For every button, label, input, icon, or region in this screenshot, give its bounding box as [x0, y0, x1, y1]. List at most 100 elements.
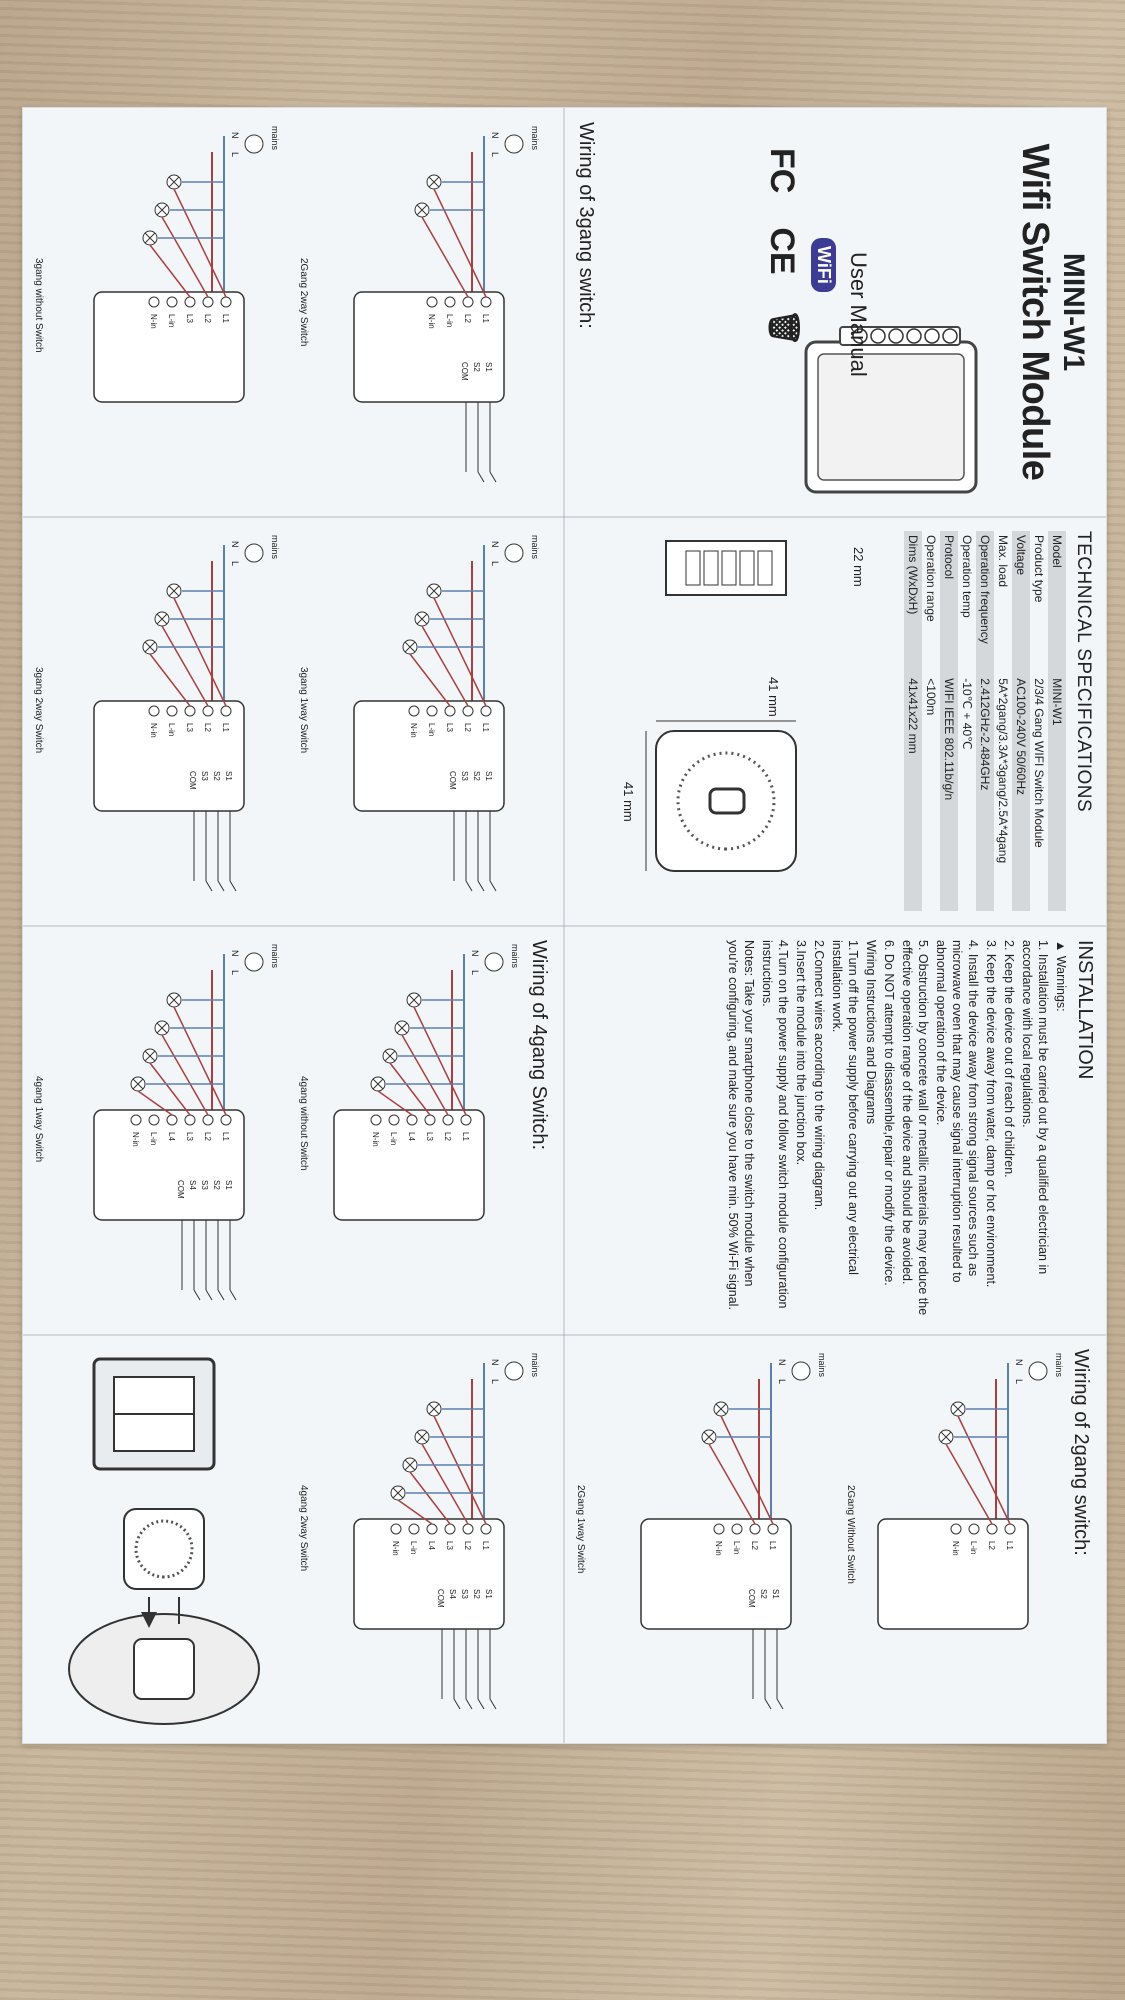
switch-terminal-label: S4 [448, 1589, 457, 1599]
terminal [749, 1523, 761, 1535]
switch-contact [465, 880, 473, 892]
terminal [220, 1114, 232, 1126]
warning-item: 1. Installation must be carried out by a… [1020, 940, 1050, 1275]
diagram-caption: 2Gang Without Switch [845, 1485, 856, 1584]
fold-line [563, 108, 565, 1743]
lamp-cross [940, 1431, 952, 1443]
lamp-live-wire [945, 1443, 993, 1525]
lamp-cross [372, 1078, 384, 1090]
switch-terminal-label: S3 [460, 771, 469, 781]
diagram-caption: 3gang without Switch [33, 258, 44, 353]
lamp-cross [703, 1431, 715, 1443]
neutral-label: N [777, 1359, 787, 1366]
switch-terminal-label: COM [460, 362, 469, 381]
switch-terminal-label: S1 [484, 771, 493, 781]
fold-line [23, 516, 1106, 518]
diagram-caption: 4gang 1way Switch [33, 1076, 44, 1163]
terminal [767, 1523, 779, 1535]
spec-value: 41x41x22 mm [904, 674, 922, 911]
switch-contact [776, 1698, 784, 1710]
switch-contact [465, 1698, 473, 1710]
neutral-label: N [490, 132, 500, 139]
module-box [353, 1518, 505, 1630]
specs-title: TECHNICAL SPECIFICATIONS [1073, 531, 1094, 813]
diagram-caption: 4gang without Switch [298, 1076, 309, 1171]
terminal-label: N-in [951, 1541, 960, 1556]
terminal [968, 1523, 980, 1535]
module-front-illustration [804, 326, 978, 494]
spec-label: Max. load [996, 535, 1010, 588]
wiring-step: 2.Connect wires according to the wiring … [812, 940, 826, 1211]
lamp-live-wire [421, 1443, 469, 1525]
terminal [444, 296, 456, 308]
module-dimensions-illustration [645, 540, 797, 872]
terminal-label: L1 [1005, 1541, 1014, 1550]
live-label: L [490, 1379, 500, 1384]
terminal [408, 1523, 420, 1535]
terminal-label: L3 [445, 1541, 454, 1550]
switch-contact [489, 1698, 497, 1710]
terminal-label: L3 [425, 1132, 434, 1141]
section-4gang-title: Wiring of 4gang Switch: [528, 940, 550, 1151]
switch-terminal-label: S2 [472, 362, 481, 372]
terminal-label: N-in [409, 723, 418, 738]
terminal [202, 296, 214, 308]
terminal-label: L2 [463, 1541, 472, 1550]
lamp-live-wire [401, 1034, 449, 1116]
switch-terminal-label: COM [448, 771, 457, 790]
terminal [184, 1114, 196, 1126]
terminal [426, 296, 438, 308]
terminal [986, 1523, 998, 1535]
manual-page-rotated: MINI-W1 Wifi Switch Module User Manual W… [23, 108, 1106, 1743]
ce-logo: CE [763, 227, 801, 275]
spec-row: Dims (WxDxH)41x41x22 mm [904, 531, 922, 911]
switch-contact [217, 880, 225, 892]
terminal [388, 1114, 400, 1126]
notes: Notes: Take your smartphone close to the… [726, 940, 756, 1310]
lamp-cross [144, 232, 156, 244]
switch-terminal-label: COM [747, 1589, 756, 1608]
terminal [462, 296, 474, 308]
terminal-label: L1 [221, 1132, 230, 1141]
lamp-cross [144, 641, 156, 653]
mains-symbol [504, 1361, 524, 1381]
switch-terminal-label: S1 [771, 1589, 780, 1599]
spec-label: Operation range [924, 535, 938, 622]
terminal [480, 1523, 492, 1535]
weee-bin-icon: 🗑 [767, 308, 800, 347]
lamp-live-wire [173, 597, 227, 707]
height-dimension: 41 mm [766, 677, 781, 717]
terminal-label: L-in [427, 723, 436, 736]
terminal-label: N-in [427, 314, 436, 329]
terminal-label: L2 [203, 1132, 212, 1141]
terminal-label: L-in [149, 1132, 158, 1145]
product-title: Wifi Switch Module [1014, 143, 1056, 481]
lamp-cross [156, 204, 168, 216]
lamp-live-wire [377, 1090, 413, 1116]
wiring-step: 4.Turn on the power supply and follow sw… [760, 940, 790, 1309]
spec-label: Operation temp [960, 535, 974, 618]
switch-contact [193, 1289, 201, 1301]
spec-value: 2/3/4 Gang WIFI Switch Module [1032, 678, 1046, 848]
terminal-label: L2 [463, 723, 472, 732]
wifi-badge: WiFi [811, 238, 836, 292]
lamp-cross [952, 1403, 964, 1415]
lamp-live-wire [720, 1415, 774, 1525]
live-label: L [230, 152, 240, 157]
lamp-live-wire [389, 1062, 431, 1116]
mains-label: mains [530, 126, 540, 151]
lamp-live-wire [433, 1415, 487, 1525]
lamp-cross [428, 176, 440, 188]
switch-terminal-label: COM [436, 1589, 445, 1608]
terminal [424, 1114, 436, 1126]
warning-item: 6. Do NOT attempt to disassemble,repair … [882, 940, 896, 1286]
switch-terminal-label: S4 [188, 1180, 197, 1190]
terminal-label: L1 [221, 314, 230, 323]
spec-row: Operation range<100m [922, 531, 940, 911]
lamp-cross [404, 1459, 416, 1471]
lamp-cross [168, 994, 180, 1006]
